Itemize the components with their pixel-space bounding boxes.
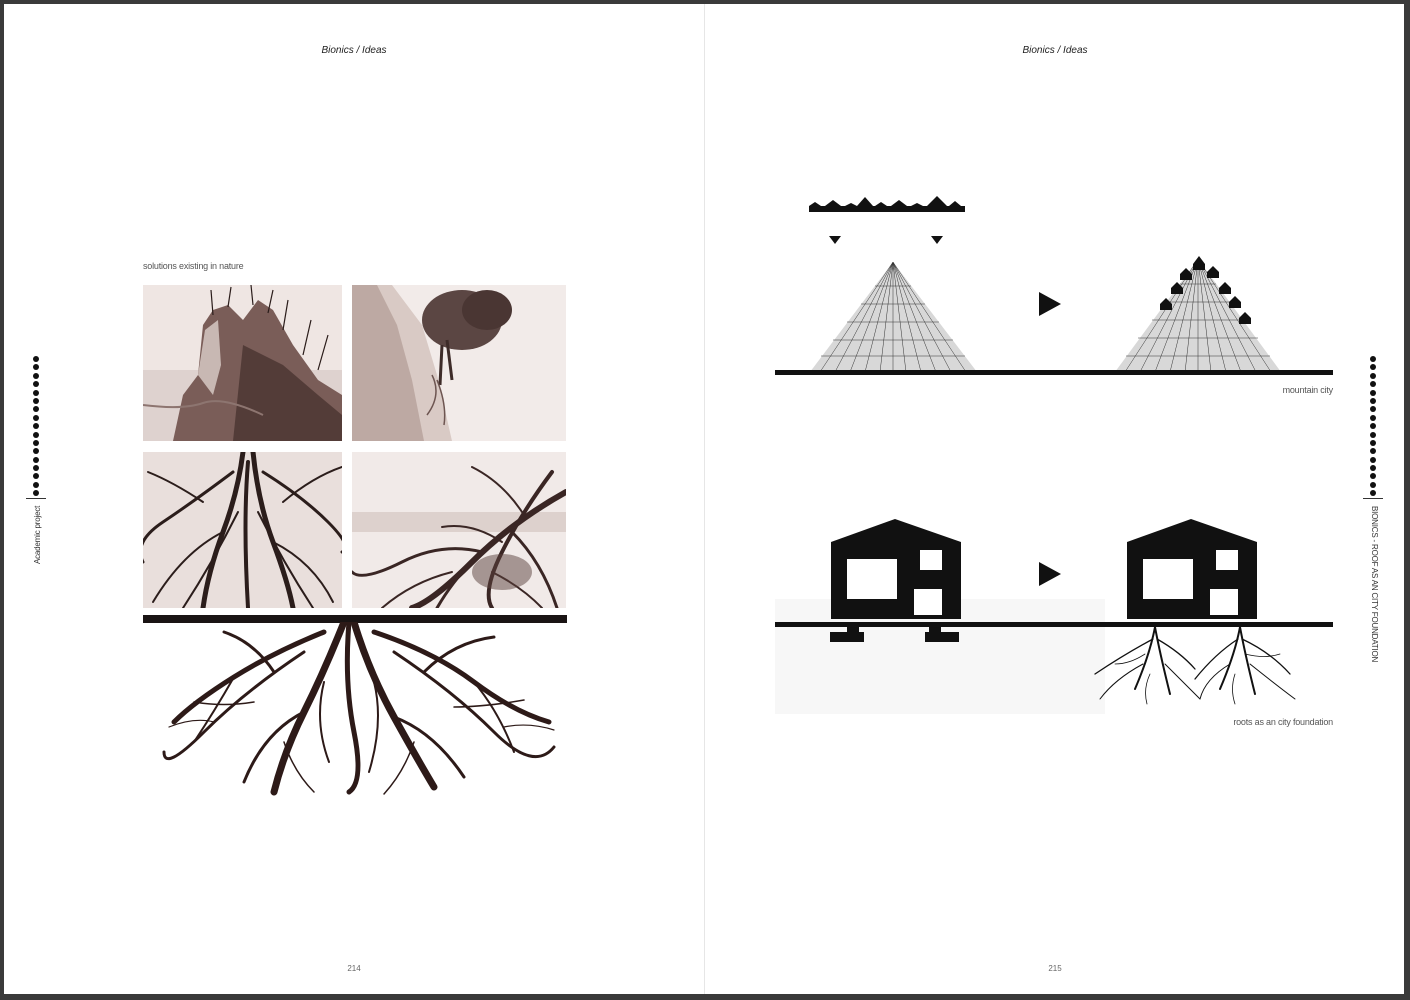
dot-marker — [33, 372, 39, 379]
dot-marker — [1370, 431, 1376, 438]
city-silhouette — [809, 196, 965, 212]
arrow-down-icon — [931, 236, 943, 244]
play-arrow-icon — [1039, 292, 1061, 316]
dot-marker — [33, 481, 39, 488]
mountain-city-diagram — [775, 196, 1333, 375]
dot-marker — [33, 490, 39, 497]
house-right — [1127, 519, 1257, 619]
mountain-mesh-right — [1115, 256, 1281, 373]
dot-column — [1369, 356, 1377, 499]
page-number: 214 — [347, 964, 361, 973]
dot-marker — [33, 364, 39, 371]
side-label: Academic project — [33, 505, 42, 564]
side-rule — [26, 498, 46, 499]
ground-line — [775, 622, 1333, 627]
dot-marker — [1370, 423, 1376, 430]
dot-marker — [1370, 481, 1376, 488]
dot-marker — [1370, 448, 1376, 455]
dot-marker — [1370, 465, 1376, 472]
photo-tree-slope — [352, 285, 566, 441]
house-left — [830, 519, 961, 642]
diagram-caption-bottom: roots as an city foundation — [1233, 717, 1333, 727]
dot-marker — [33, 381, 39, 388]
dot-marker — [1370, 414, 1376, 421]
dot-marker — [33, 356, 39, 362]
dot-column — [32, 356, 40, 499]
left-page: Bionics / Ideas Academic project solutio… — [4, 4, 704, 994]
photo-exposed-roots — [143, 452, 342, 608]
dot-marker — [33, 414, 39, 421]
roots-foundation-diagram — [775, 519, 1333, 714]
book-spread: Bionics / Ideas Academic project solutio… — [4, 4, 1404, 994]
dot-marker — [33, 389, 39, 396]
dot-marker — [33, 465, 39, 472]
running-head: Bionics / Ideas — [321, 45, 387, 56]
dot-marker — [1370, 439, 1376, 446]
dot-marker — [33, 473, 39, 480]
dot-marker — [33, 406, 39, 413]
dot-marker — [1370, 456, 1376, 463]
dot-marker — [1370, 372, 1376, 379]
dot-marker — [33, 397, 39, 404]
root-system-illustration — [1094, 626, 1296, 705]
dot-marker — [33, 431, 39, 438]
dot-marker — [33, 423, 39, 430]
dot-marker — [1370, 490, 1376, 497]
diagram-caption-top: mountain city — [1282, 385, 1334, 395]
dot-marker — [1370, 397, 1376, 404]
right-page: Bionics / Ideas — [704, 4, 1405, 994]
mountain-mesh-left — [810, 261, 977, 373]
dot-marker — [1370, 473, 1376, 480]
side-label: BIONICS - ROOF AS AN CITY FOUNDATION — [1370, 506, 1379, 663]
photo-fallen-tree — [352, 452, 566, 608]
dot-marker — [1370, 356, 1376, 362]
dot-marker — [1370, 381, 1376, 388]
ground-bar — [143, 615, 567, 623]
dot-marker — [33, 448, 39, 455]
dot-marker — [33, 439, 39, 446]
running-head: Bionics / Ideas — [1022, 45, 1088, 56]
root-system-illustration — [162, 622, 556, 796]
play-arrow-icon — [1039, 562, 1061, 586]
photo-caption: solutions existing in nature — [143, 261, 244, 271]
dot-marker — [1370, 406, 1376, 413]
dot-marker — [1370, 389, 1376, 396]
arrow-down-icon — [829, 236, 841, 244]
dot-marker — [1370, 364, 1376, 371]
ground-line — [775, 370, 1333, 375]
side-rule — [1363, 498, 1383, 499]
photo-cliff — [143, 285, 342, 441]
dot-marker — [33, 456, 39, 463]
page-number: 215 — [1048, 964, 1062, 973]
